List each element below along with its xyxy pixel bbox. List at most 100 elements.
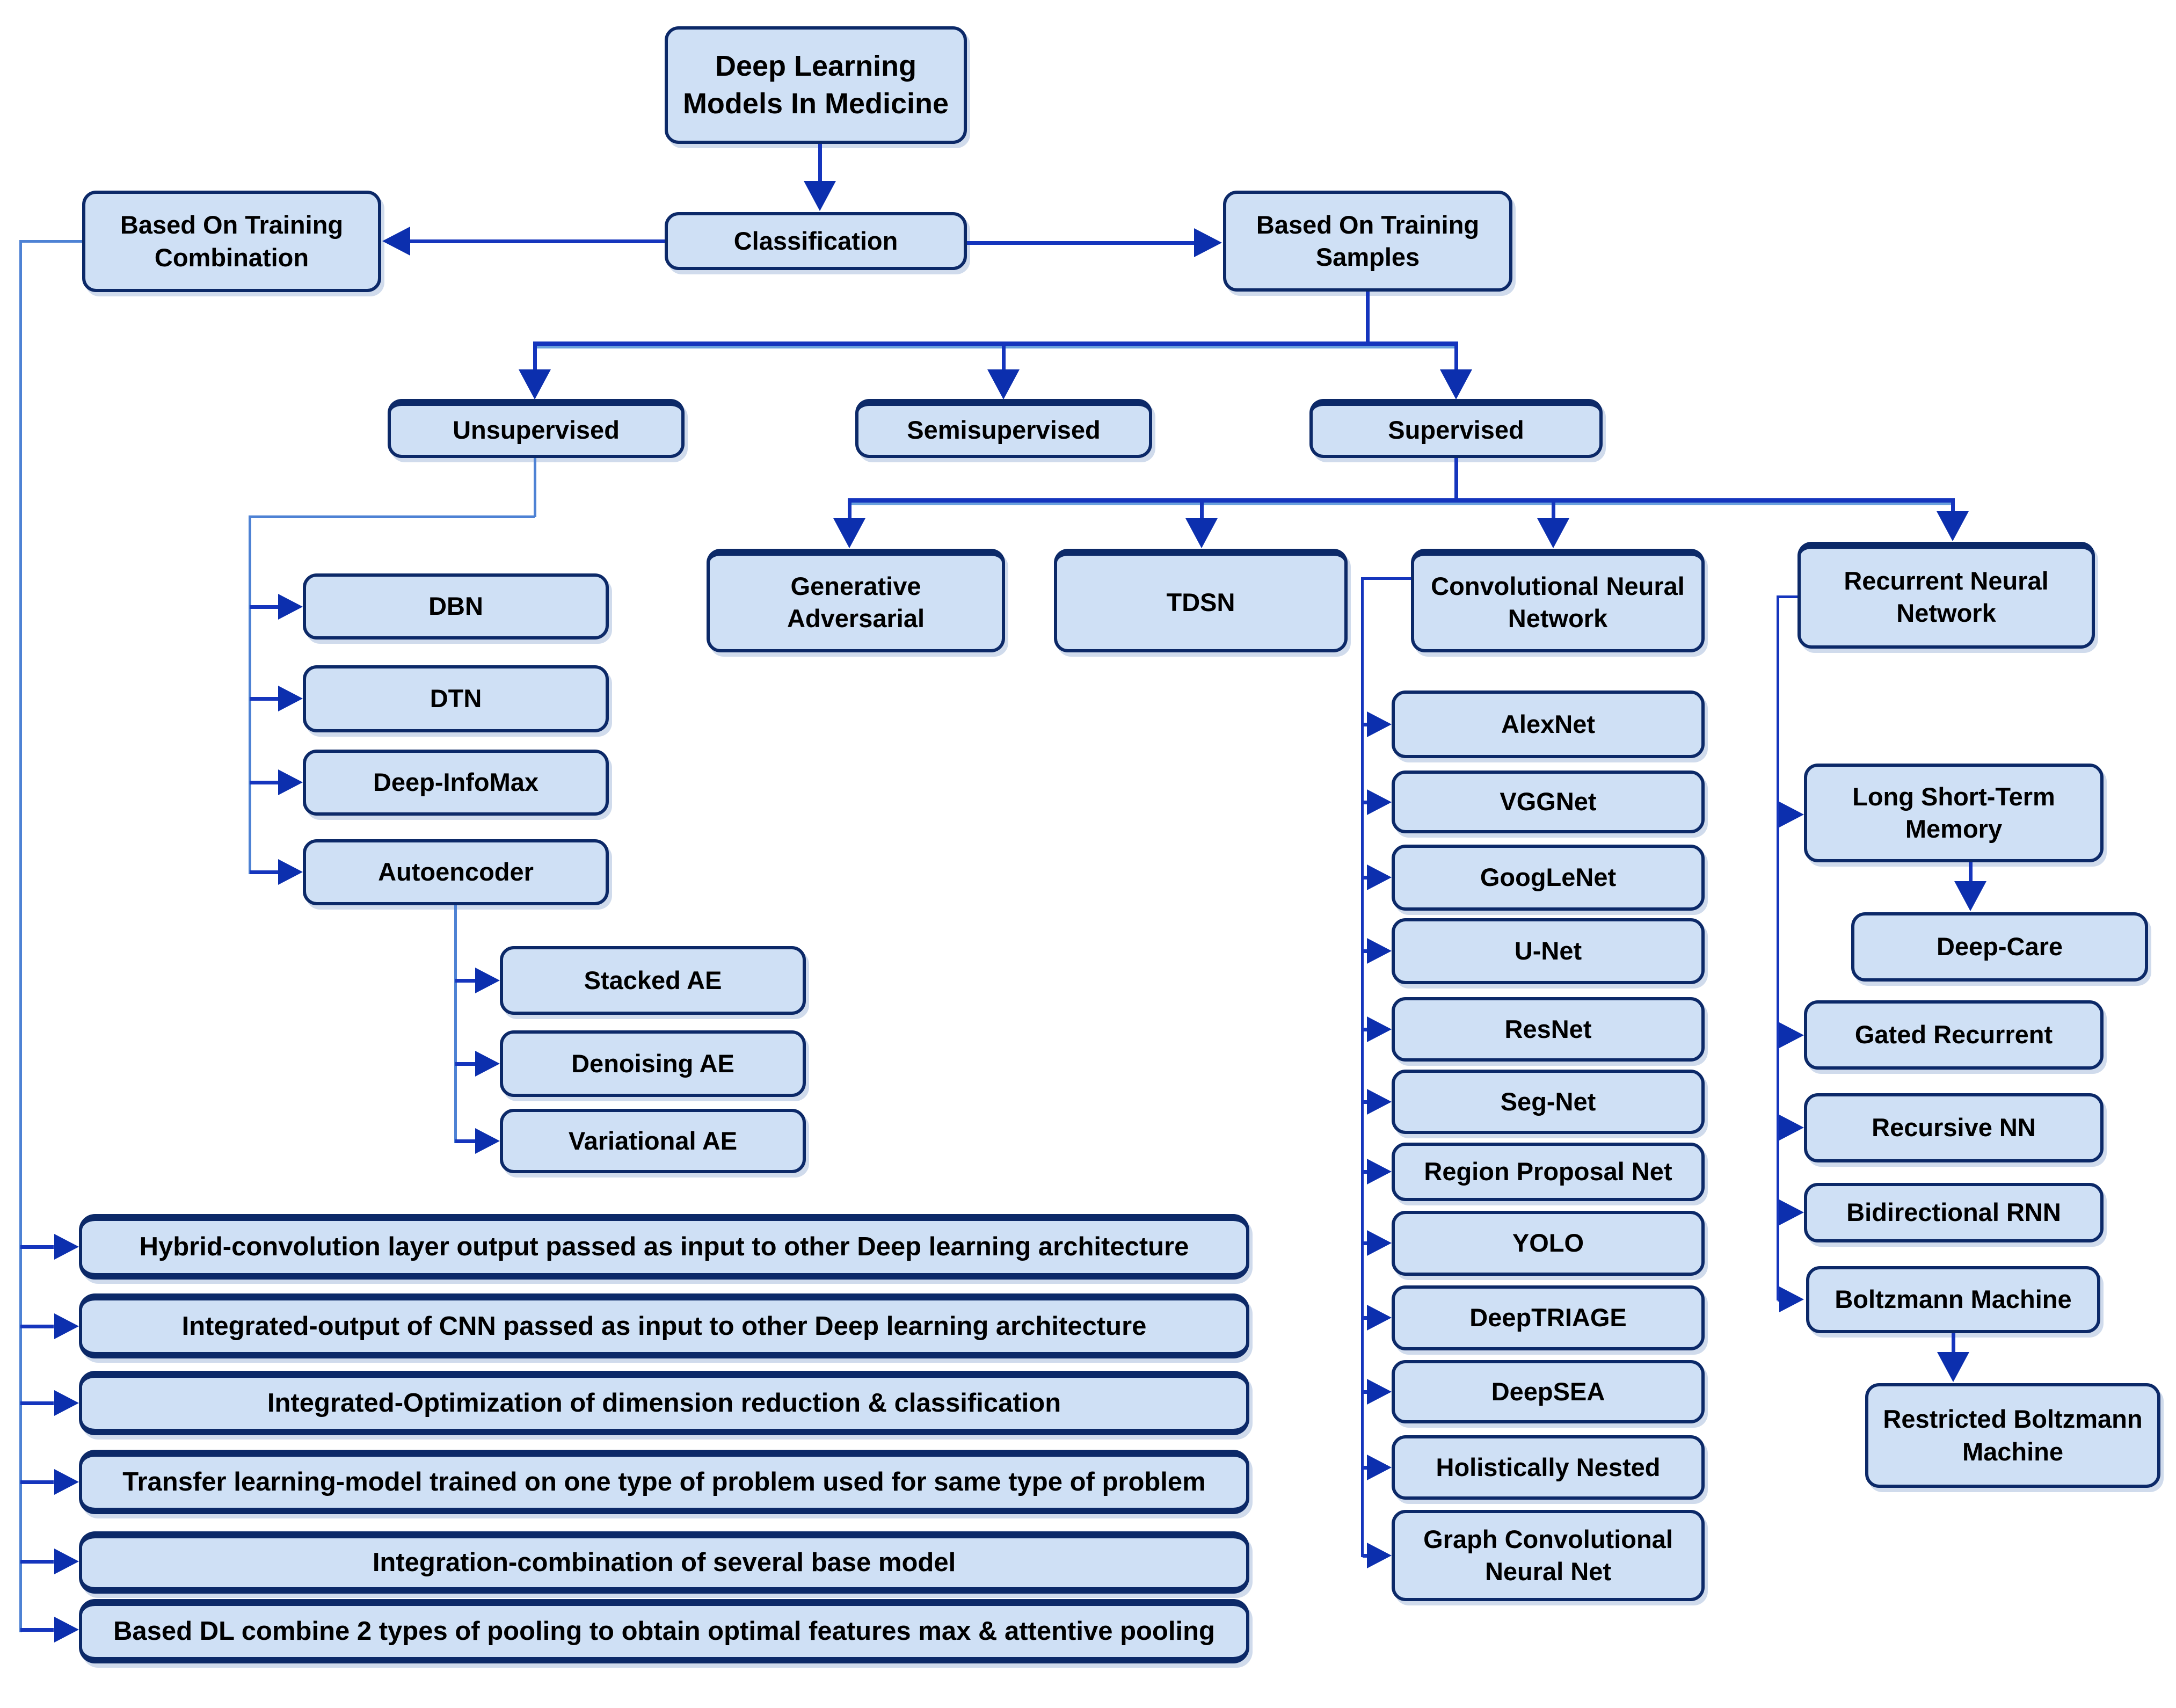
edge-line [20,1480,54,1484]
node-autoencoder: Autoencoder [303,839,609,905]
arrowhead-right-icon [1367,938,1392,964]
arrowhead-right-icon [54,1313,79,1339]
arrowhead-right-icon [1367,1379,1392,1405]
node-label: Bidirectional RNN [1846,1198,2061,1227]
node-resnet: ResNet [1392,997,1705,1062]
arrowhead-right-icon [54,1549,79,1574]
node-label: Hybrid-convolution layer output passed a… [139,1232,1189,1262]
edge-line [1361,577,1411,580]
arrowhead-right-icon [475,1051,500,1077]
node-label: Transfer learning-model trained on one t… [122,1467,1206,1497]
node-integration: Integration-combination of several base … [79,1531,1249,1594]
arrowhead-right-icon [1779,1022,1804,1048]
arrowhead-right-icon [1367,1016,1392,1042]
node-generative-adversarial: Generative Adversarial [707,549,1005,652]
node-label: DTN [430,684,482,713]
edge-line [1200,498,1204,520]
edge-line [249,515,535,518]
edge-line [849,498,1953,505]
node-based-on-training-samples: Based On Training Samples [1223,191,1512,292]
arrowhead-right-icon [54,1617,79,1642]
node-label: Semisupervised [907,416,1101,445]
arrowhead-right-icon [1194,228,1222,257]
node-bidirectional-rnn: Bidirectional RNN [1804,1183,2104,1242]
node-variational-ae: Variational AE [500,1109,806,1173]
node-label: Unsupervised [453,416,620,445]
edge-line [250,870,279,874]
node-label: Holistically Nested [1436,1452,1661,1481]
node-integrated-optimization: Integrated-Optimization of dimension red… [79,1371,1249,1435]
edge-line [1363,723,1370,726]
node-label: DeepSEA [1491,1377,1605,1406]
node-deep-care: Deep-Care [1851,912,2148,982]
edge-line [818,144,822,184]
edge-line [535,341,1458,348]
arrowhead-right-icon [1367,711,1392,737]
node-label: Restricted Boltzmann Machine [1883,1405,2143,1466]
edge-line [1552,498,1555,520]
node-holistically-nested: Holistically Nested [1392,1435,1705,1500]
node-label: Denoising AE [571,1049,734,1078]
node-stacked-ae: Stacked AE [500,946,806,1015]
edge-line [1366,292,1370,345]
edge-line [1363,876,1370,880]
edge-line [1454,341,1458,373]
node-label: Based On Training Samples [1256,210,1480,271]
arrowhead-left-icon [382,227,410,256]
node-label: Based DL combine 2 types of pooling to o… [113,1617,1215,1646]
arrowhead-right-icon [278,769,303,795]
edge-line [20,1325,54,1328]
node-classification: Classification [665,212,967,270]
edge-line [19,240,22,1632]
node-label: Autoencoder [378,857,534,886]
node-label: DeepTRIAGE [1469,1303,1627,1332]
node-label: Integrated-Optimization of dimension red… [267,1389,1061,1418]
node-label: Boltzmann Machine [1835,1285,2072,1314]
node-tdsn: TDSN [1054,549,1348,652]
edge-line [1363,1316,1370,1320]
arrowhead-right-icon [1367,1230,1392,1256]
node-label: Supervised [1388,416,1524,445]
edge-line [1363,1028,1370,1031]
arrowhead-right-icon [1779,802,1804,827]
node-googlenet: GoogLeNet [1392,845,1705,911]
node-label: Integration-combination of several base … [372,1548,956,1578]
edge-line [967,241,1196,245]
node-label: Gated Recurrent [1854,1020,2053,1049]
edge-line [1952,1333,1955,1355]
edge-line [1363,1100,1370,1104]
edge-line [409,239,665,243]
node-unsupervised: Unsupervised [388,399,685,458]
edge-line [1454,458,1458,500]
node-label: Stacked AE [584,965,722,994]
node-label: Variational AE [568,1126,738,1155]
arrowhead-right-icon [1367,789,1392,815]
edge-line [1363,1170,1370,1174]
arrowhead-right-icon [278,859,303,885]
edge-line [250,605,279,609]
node-unet: U-Net [1392,918,1705,984]
node-label: Deep-Care [1936,932,2063,961]
node-deep-infomax: Deep-InfoMax [303,750,609,816]
arrowhead-right-icon [54,1390,79,1416]
node-vggnet: VGGNet [1392,771,1705,833]
arrowhead-down-icon [1440,369,1472,399]
edge-line [20,1401,54,1405]
node-label: Long Short-Term Memory [1852,782,2055,843]
edge-line [1777,595,1797,598]
node-label: Based On Training Combination [120,210,344,272]
node-label: YOLO [1512,1229,1584,1258]
node-label: AlexNet [1501,709,1595,738]
arrowhead-down-icon [804,181,836,211]
node-lstm: Long Short-Term Memory [1804,764,2104,862]
arrowhead-down-icon [1537,518,1569,548]
arrowhead-down-icon [833,518,865,548]
arrowhead-right-icon [475,968,500,993]
arrowhead-right-icon [54,1234,79,1260]
node-deepsea: DeepSEA [1392,1360,1705,1423]
node-deeptriage: DeepTRIAGE [1392,1285,1705,1350]
node-boltzmann-machine: Boltzmann Machine [1806,1266,2100,1333]
edge-line [1777,595,1779,1300]
node-rnn: Recurrent Neural Network [1797,542,2095,649]
arrowhead-right-icon [1779,1200,1804,1225]
